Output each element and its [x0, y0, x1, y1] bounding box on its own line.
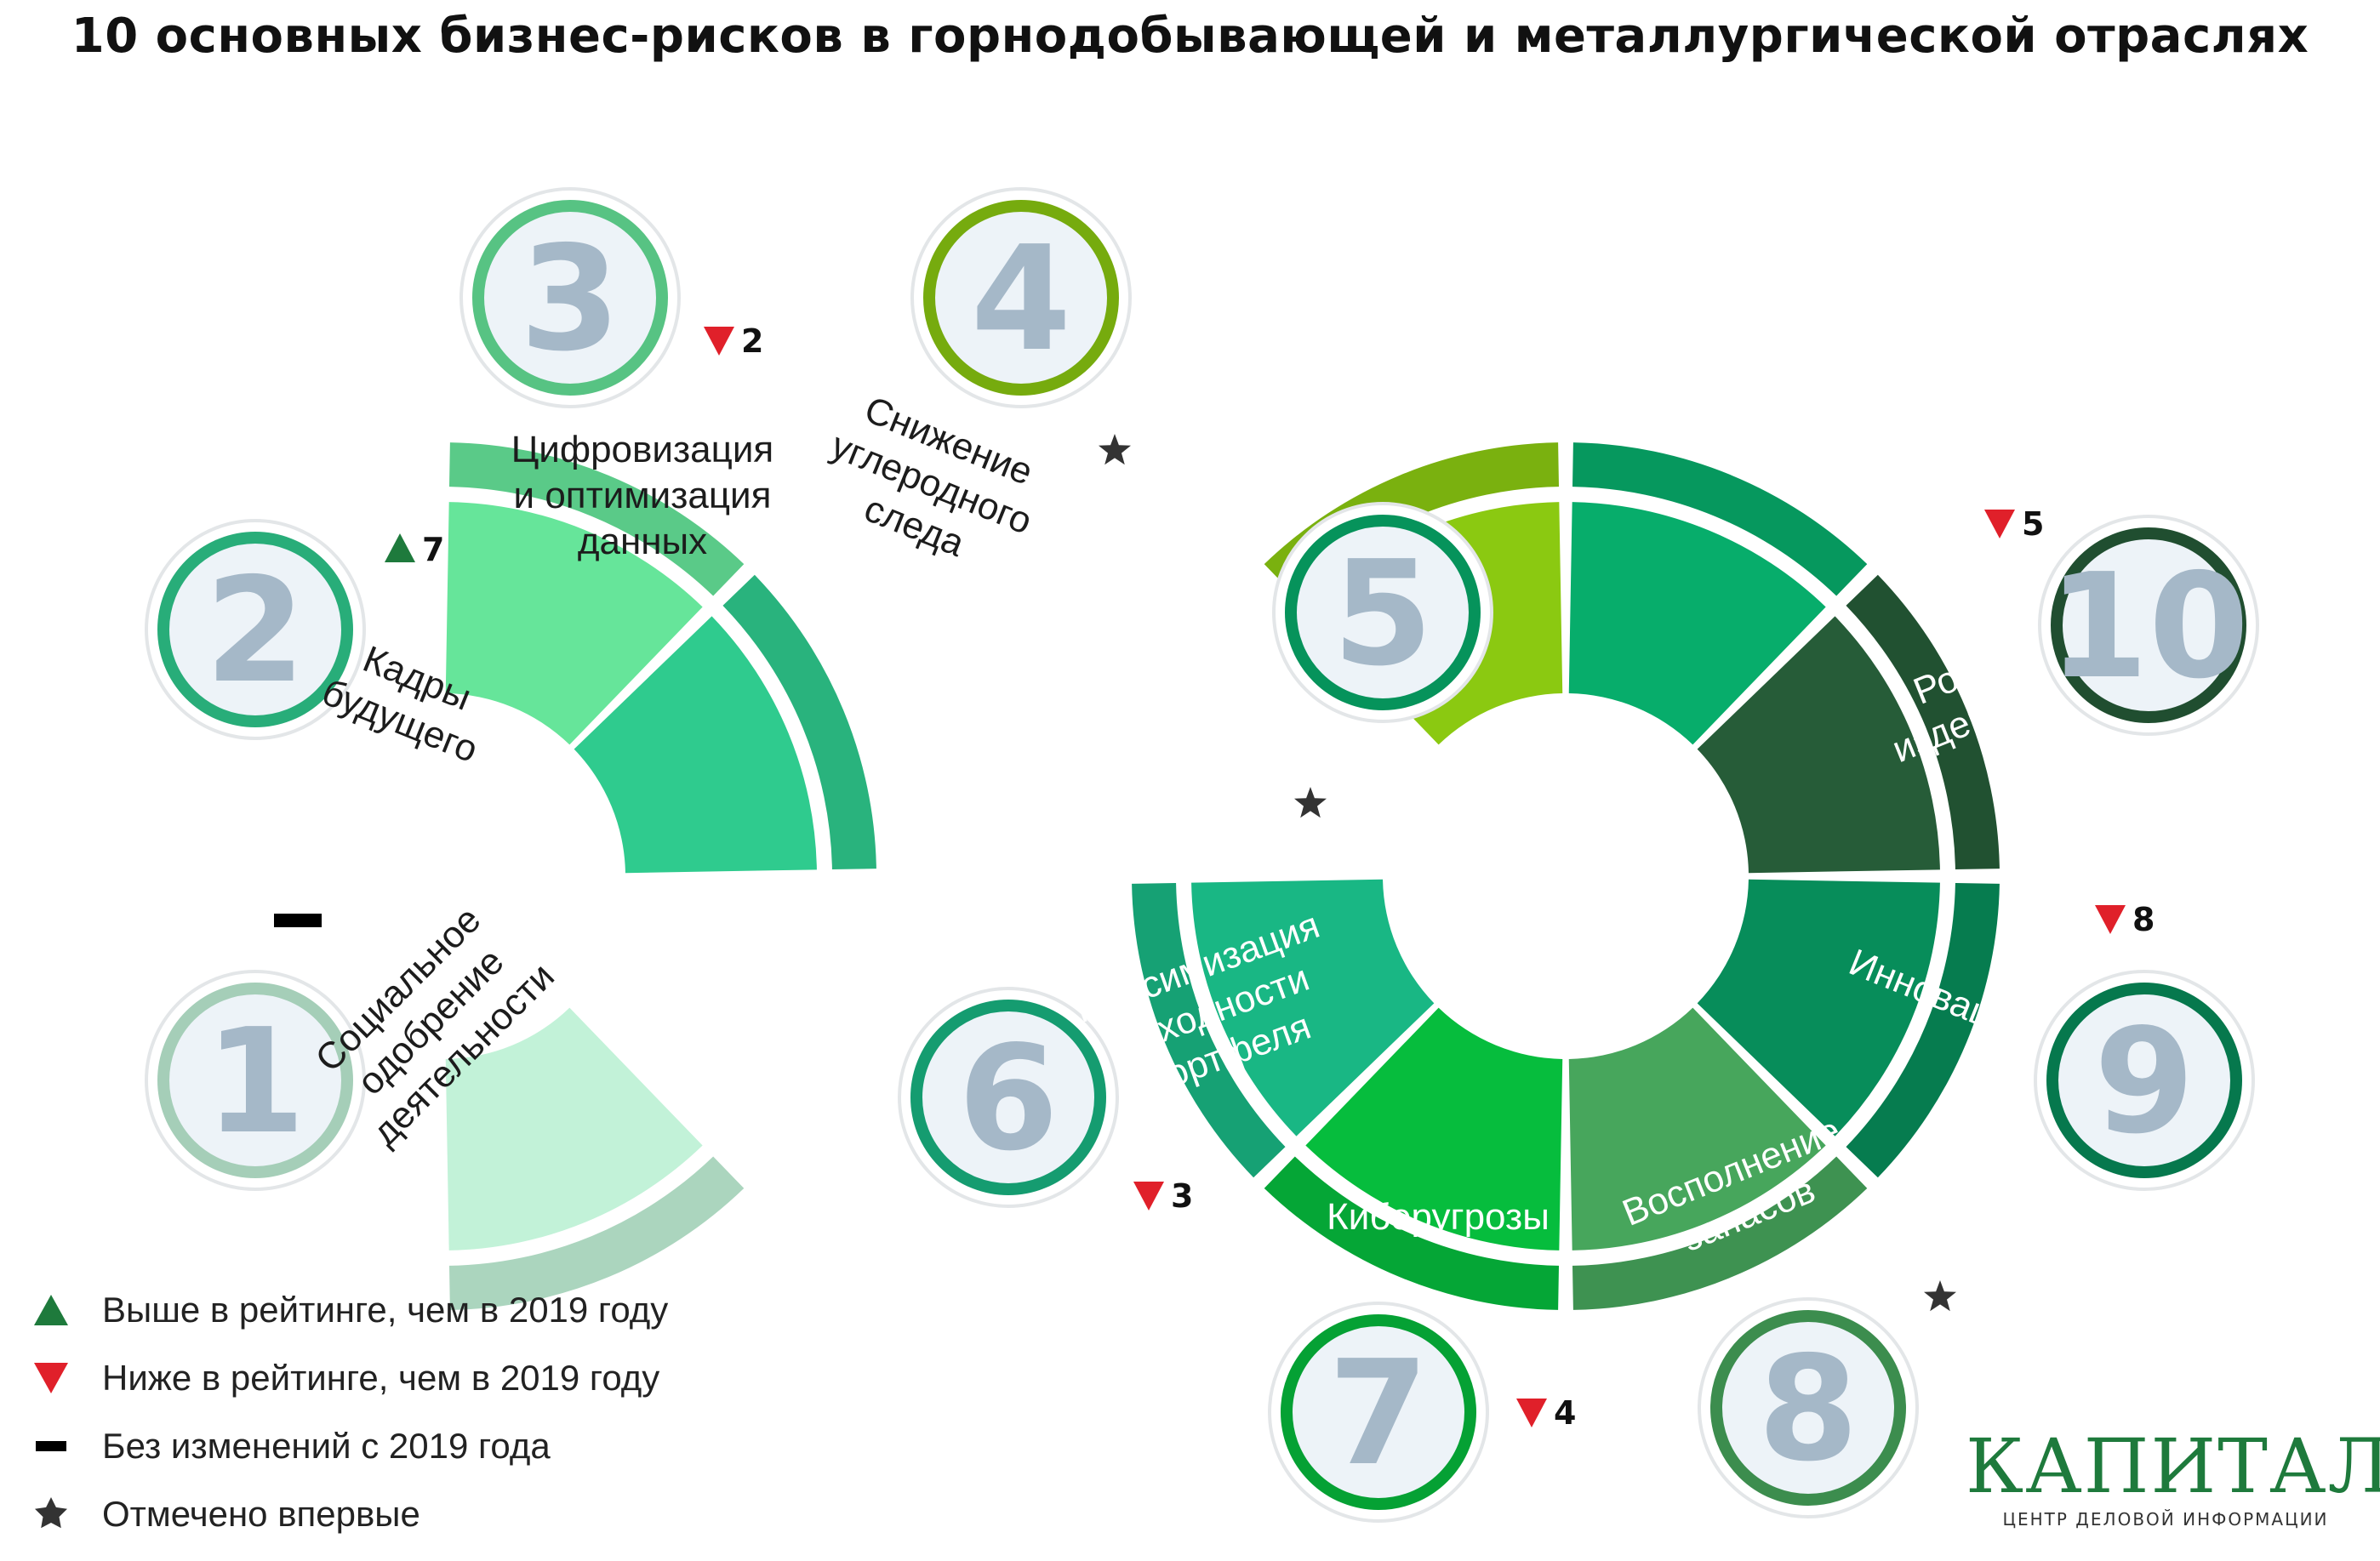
rank-badge-ring-1 — [157, 983, 353, 1178]
risk-segment-2 — [574, 616, 817, 874]
risk-segment-9 — [1697, 879, 1940, 1137]
rank-number-10: 10 — [2048, 543, 2250, 711]
previous-rank: 2 — [741, 322, 763, 360]
star-icon — [1099, 434, 1131, 465]
previous-rank: 3 — [1171, 1177, 1193, 1215]
risk-segment-band-10 — [1846, 574, 2000, 870]
star-icon — [26, 1493, 77, 1535]
rank-number-5: 5 — [1333, 530, 1433, 698]
star-icon — [1294, 787, 1327, 818]
rank-number-2: 2 — [205, 547, 305, 715]
rank-number-9: 9 — [2094, 998, 2195, 1166]
legend-label: Отмечено впервые — [102, 1494, 420, 1534]
up-triangle-icon — [385, 533, 415, 562]
risk-segment-band-1 — [448, 1156, 745, 1310]
risk-segment-band-5 — [1572, 442, 1868, 596]
rank-number-1: 1 — [205, 998, 305, 1166]
legend-item-down: Ниже в рейтинге, чем в 2019 году — [26, 1344, 668, 1412]
rank-badge-ring-4 — [923, 200, 1119, 396]
risk-segment-3 — [445, 502, 703, 745]
rank-number-8: 8 — [1758, 1325, 1858, 1494]
rank-badge-ring-7 — [1281, 1314, 1476, 1510]
legend-item-up: Выше в рейтинге, чем в 2019 году — [26, 1276, 668, 1344]
risk-segment-band-8 — [1572, 1156, 1868, 1310]
down-triangle-icon — [1984, 510, 2015, 538]
previous-rank: 8 — [2132, 901, 2155, 938]
legend-label: Без изменений с 2019 года — [102, 1426, 551, 1466]
risk-segment-5 — [1568, 502, 1826, 745]
down-triangle-icon — [704, 327, 734, 356]
risk-segment-6 — [1191, 879, 1435, 1137]
dash-icon — [26, 1425, 77, 1467]
previous-rank: 5 — [2022, 505, 2044, 543]
legend-label: Выше в рейтинге, чем в 2019 году — [102, 1290, 669, 1330]
rank-badge-ring-2 — [157, 532, 353, 727]
risk-segment-band-9 — [1846, 882, 2000, 1178]
previous-rank: 7 — [422, 531, 444, 568]
risk-segment-band-2 — [722, 574, 876, 870]
rank-badge-ring-3 — [472, 200, 668, 396]
risk-segment-band-7 — [1264, 1156, 1560, 1310]
down-triangle-icon — [1133, 1182, 1164, 1211]
legend-item-same: Без изменений с 2019 года — [26, 1412, 668, 1480]
rank-number-3: 3 — [520, 215, 620, 384]
rank-badge-ring-5 — [1285, 515, 1481, 710]
legend: Выше в рейтинге, чем в 2019 году Ниже в … — [26, 1276, 668, 1548]
rank-badge-ring-10 — [2051, 527, 2246, 723]
down-triangle-icon — [2095, 905, 2126, 934]
risk-segment-band-3 — [448, 442, 745, 596]
risk-segment-7 — [1305, 1007, 1563, 1251]
brand-name: КАПИТАЛ — [1966, 1422, 2380, 1510]
risk-segment-1 — [445, 1007, 703, 1251]
risk-segment-band-6 — [1132, 882, 1286, 1178]
page-title: 10 основных бизнес-рисков в горнодобываю… — [71, 9, 2309, 64]
brand-subtitle: ЦЕНТР ДЕЛОВОЙ ИНФОРМАЦИИ — [2002, 1509, 2329, 1530]
rank-badge-ring-8 — [1710, 1310, 1906, 1506]
star-icon — [1924, 1280, 1956, 1312]
rank-badge-ring-6 — [910, 1000, 1106, 1195]
previous-rank: 4 — [1554, 1394, 1576, 1432]
rank-badge-ring-9 — [2046, 983, 2242, 1178]
up-triangle-icon — [26, 1289, 77, 1331]
risk-label-4: Снижениеуглеродногоследа — [808, 382, 1055, 585]
down-triangle-icon — [26, 1357, 77, 1399]
rank-number-6: 6 — [958, 1015, 1059, 1183]
rank-number-4: 4 — [971, 215, 1071, 384]
risk-segment-10 — [1697, 616, 1940, 874]
down-triangle-icon — [1516, 1399, 1547, 1427]
brand-logo: КАПИТАЛ ЦЕНТР ДЕЛОВОЙ ИНФОРМАЦИИ — [1966, 1422, 2380, 1530]
rank-number-7: 7 — [1328, 1330, 1429, 1498]
dash-icon — [274, 914, 322, 927]
risk-segment-8 — [1568, 1007, 1826, 1251]
legend-label: Ниже в рейтинге, чем в 2019 году — [102, 1358, 660, 1398]
risk-label-7: Киберугрозы — [1327, 1196, 1550, 1238]
legend-item-new: Отмечено впервые — [26, 1480, 668, 1548]
risk-label-5: Сокрушительныериски — [972, 569, 1271, 806]
